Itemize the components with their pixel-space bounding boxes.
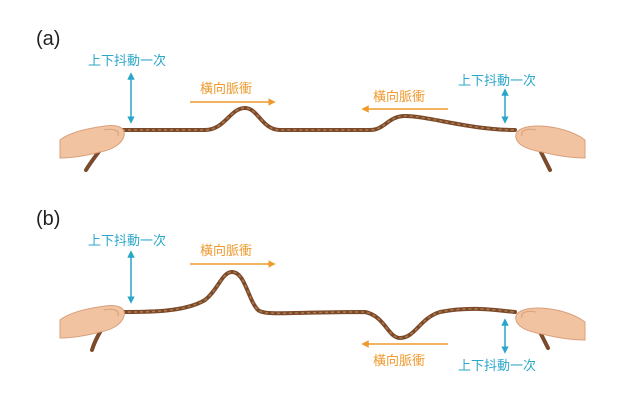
panel-a-right-shake-label: 上下抖動一次 [458,74,537,89]
right-hand-icon [515,125,586,159]
panel-b-label: (b) [36,208,61,230]
left-hand-icon [59,125,125,159]
panel-a-right-pulse-label: 橫向脈衝 [373,90,426,105]
right-hand-icon [515,307,586,341]
panel-b-right-shake-label: 上下抖動一次 [458,359,537,374]
panel-b-right-pulse-label: 橫向脈衝 [373,354,426,369]
panel-a-rope [84,105,552,172]
panel-a-left-pulse-label: 橫向脈衝 [200,82,253,97]
panel-b-rope [90,269,550,352]
panel-b-left-shake-label: 上下抖動一次 [88,234,167,249]
panel-a-left-shake-label: 上下抖動一次 [88,54,167,69]
panel-a-label: (a) [36,28,61,50]
left-hand-icon [59,305,125,339]
panel-b-left-pulse-label: 橫向脈衝 [200,244,253,259]
